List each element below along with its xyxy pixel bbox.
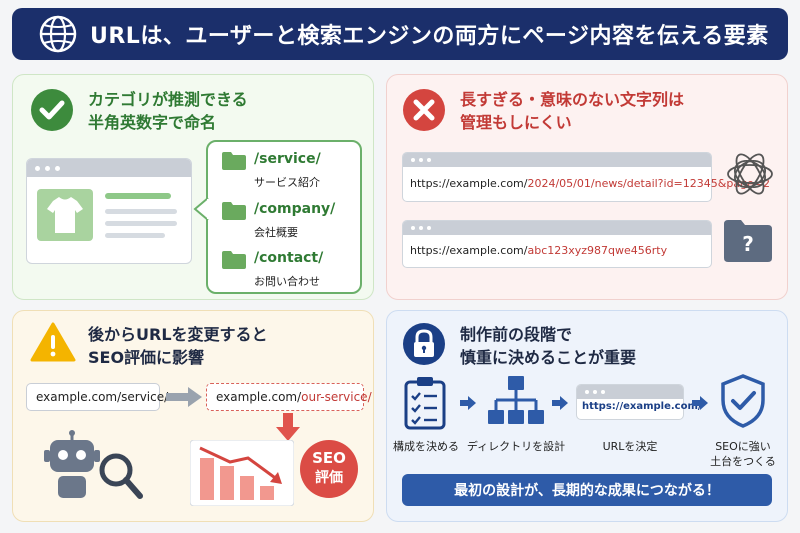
- bad-title-line1: 長すぎる・意味のない文字列は: [460, 90, 685, 109]
- bad-title-line2: 管理もしにくい: [460, 113, 572, 132]
- cross-circle-icon: [403, 89, 445, 131]
- step-label-seo-1: SEOに強い: [715, 440, 771, 453]
- good-title-line2: 半角英数字で命名: [88, 113, 217, 132]
- long-url-text: https://example.com/2024/05/01/news/deta…: [410, 177, 771, 190]
- folder-icon: [222, 152, 246, 170]
- dir-path-company: /company/: [254, 201, 336, 217]
- random-url-text: https://example.com/abc123xyz987qwe456rt…: [410, 244, 668, 257]
- arrow-right-icon: [166, 387, 202, 407]
- directory-tree-icon: [488, 376, 544, 424]
- checklist-clipboard-icon: [404, 377, 446, 430]
- old-url-pill: example.com/service/: [26, 383, 168, 411]
- dir-path-service: /service/: [254, 151, 321, 167]
- robot-magnifier-icon: [44, 430, 143, 499]
- step-label-seo-2: 土台をつくる: [710, 455, 776, 468]
- sample-url-box: [576, 384, 684, 420]
- page-title: URLは、ユーザーと検索エンジンの両方にページ内容を伝える要素: [90, 24, 769, 49]
- plan-title-line2: 慎重に決めることが重要: [460, 348, 637, 367]
- shield-check-icon: [721, 374, 765, 428]
- question-mark: ?: [742, 232, 754, 256]
- plan-title-line1: 制作前の段階で: [460, 325, 573, 344]
- tshirt-image-icon: [37, 189, 93, 241]
- arrow-right-icon: [692, 396, 708, 410]
- check-circle-icon: [31, 89, 73, 131]
- long-url-box: [402, 152, 712, 202]
- dir-label-service: サービス紹介: [254, 176, 320, 189]
- seo-rating-badge: SEO 評価: [300, 440, 358, 498]
- good-title-line1: カテゴリが推測できる: [88, 90, 248, 109]
- browser-mockup: [26, 158, 192, 264]
- change-title-line1: 後からURLを変更すると: [88, 325, 268, 344]
- change-title-line2: SEO評価に影響: [88, 348, 205, 367]
- warning-icon: [30, 322, 76, 362]
- arrow-right-icon: [552, 396, 568, 410]
- new-url-pill: example.com/our-service/: [206, 383, 372, 411]
- dir-path-contact: /contact/: [254, 250, 324, 266]
- dir-label-company: 会社概要: [254, 226, 298, 239]
- step-label-directory: ディレクトリを設計: [466, 440, 566, 453]
- dir-label-contact: お問い合わせ: [254, 275, 320, 288]
- folder-icon: [222, 202, 246, 220]
- step-label-url: URLを決定: [602, 440, 658, 453]
- unknown-folder-icon: [724, 220, 772, 262]
- arrow-down-icon: [276, 413, 300, 441]
- page-header: URLは、ユーザーと検索エンジンの両方にページ内容を伝える要素: [12, 8, 788, 60]
- declining-chart-icon: [190, 440, 294, 506]
- random-url-box: [402, 220, 712, 268]
- step-label-structure: 構成を決める: [393, 440, 459, 453]
- arrow-right-icon: [460, 396, 476, 410]
- folder-icon: [222, 251, 246, 269]
- tangle-icon: [727, 153, 773, 195]
- lock-icon: [403, 323, 445, 365]
- globe-icon: [39, 15, 77, 53]
- sample-url-text: https://example.com/: [582, 401, 702, 412]
- conclusion-banner: 最初の設計が、長期的な成果につながる！: [402, 474, 772, 506]
